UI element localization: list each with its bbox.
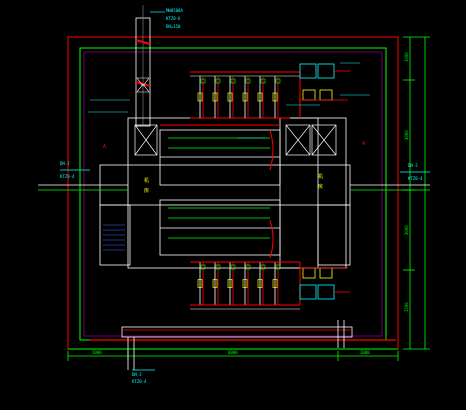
zone-right-marker: A: [362, 141, 365, 147]
bottom-valve-2: [212, 279, 218, 288]
bottom-branch-valves: [197, 262, 281, 305]
top-branch-6: [272, 76, 281, 118]
bottom-tag-line2: KTZ0-4: [132, 379, 147, 384]
room-right-label-a: 机: [318, 173, 323, 180]
dim-bottom-2: 6000: [228, 350, 238, 355]
right-inlet-tag: DN-2 KTZ0-4: [408, 163, 423, 181]
top-branch-1: [197, 76, 206, 118]
zone-left-marker: A: [103, 144, 106, 150]
top-branch-valves: [197, 76, 281, 118]
top-valve-5: [257, 92, 263, 102]
left-tag-line2: KTZ0-4: [60, 174, 75, 179]
bottom-branch-3: [227, 262, 236, 305]
dim-right-1: 1000: [404, 52, 409, 62]
annotation-leaders: [88, 62, 370, 139]
bottom-branch-1: [197, 262, 206, 305]
top-valve-6: [272, 92, 278, 102]
top-riser-tag: MW0500A KTZ0-6 DN=150: [166, 8, 183, 29]
right-tag-line2: KTZ0-4: [408, 176, 423, 181]
bottom-tag-line1: DN-2: [132, 372, 142, 377]
dim-right-4: 1500: [404, 302, 409, 312]
bottom-valve-1: [197, 279, 203, 288]
coil-red-lines: [160, 124, 280, 259]
bottom-branch-4: [242, 262, 251, 305]
bottom-pipe-tag: DN-2 KTZ0-4: [132, 369, 155, 384]
right-dimension-texts: 1000 3000 3000 1500: [404, 52, 409, 312]
left-tag-line1: DN-2: [60, 161, 70, 166]
room-right-label-b: 房: [318, 183, 323, 190]
right-tag-line1: DN-2: [408, 163, 418, 168]
top-branch-4: [242, 76, 251, 118]
bottom-dimension-texts: 2000 6000 2000: [92, 350, 370, 355]
top-tag-line3: DN=150: [166, 24, 181, 29]
bottom-branch-5: [257, 262, 266, 305]
equipment-units: [134, 124, 337, 156]
zone-markers: A A: [103, 141, 365, 150]
dim-bottom-3: 2000: [360, 350, 370, 355]
dim-right-3: 3000: [404, 225, 409, 235]
dim-bottom-1: 2000: [92, 350, 102, 355]
room-left-label-b: 房: [144, 187, 149, 194]
top-valve-1: [197, 92, 203, 102]
top-valve-4: [242, 92, 248, 102]
top-branch-5: [257, 76, 266, 118]
bottom-valve-4: [242, 279, 248, 288]
right-pump-group-top: [299, 63, 350, 101]
right-pump-group-bottom: [299, 267, 350, 300]
top-valve-3: [227, 92, 233, 102]
top-branch-2: [212, 76, 221, 118]
room-left-label-a: 机: [144, 177, 149, 184]
bottom-trench: [90, 320, 396, 370]
bottom-branch-6: [272, 262, 281, 305]
top-valve-2: [212, 92, 218, 102]
dim-right-2: 3000: [404, 130, 409, 140]
left-stair-hatch: [103, 224, 125, 251]
bottom-valve-3: [227, 279, 233, 288]
bottom-valve-5: [257, 279, 263, 288]
room-labels: 机 房 机 房: [144, 173, 323, 194]
top-riser-pipe: [135, 5, 165, 127]
right-dimension-chain: [403, 36, 430, 350]
top-tag-line1: MW0500A: [166, 8, 183, 13]
left-inlet-tag: DN-2 KTZ0-4: [60, 161, 75, 179]
top-branch-3: [227, 76, 236, 118]
bottom-branch-2: [212, 262, 221, 305]
side-inlet-pipes: [38, 169, 430, 191]
bottom-valve-6: [272, 279, 278, 288]
top-tag-line2: KTZ0-6: [166, 16, 181, 21]
